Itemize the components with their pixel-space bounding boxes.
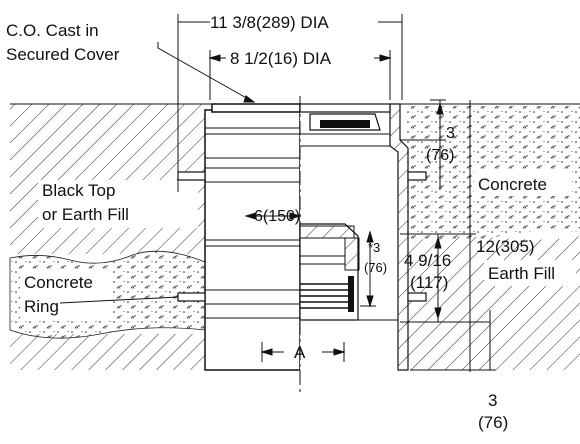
lower-earth-fill bbox=[10, 334, 205, 370]
star-dim-mm: (76) bbox=[364, 260, 387, 275]
outer-dia-label: 11 3/8(289) DIA bbox=[210, 13, 329, 32]
star-dim-in: *3 bbox=[368, 240, 380, 255]
concrete-right-label: Concrete bbox=[478, 175, 547, 194]
earth-fill-label: Earth Fill bbox=[488, 264, 555, 283]
co-label-line1: C.O. Cast in bbox=[6, 21, 99, 40]
co-label-line2: Secured Cover bbox=[6, 45, 120, 64]
black-top-label-line1: Black Top bbox=[42, 181, 115, 200]
bottom-dim-in: 3 bbox=[488, 391, 497, 410]
fitting-section bbox=[299, 103, 427, 371]
bottom-dim-mm: (76) bbox=[478, 413, 508, 432]
top-right-dim-in: 3 bbox=[446, 125, 455, 142]
concrete-ring-label-line1: Concrete bbox=[24, 273, 93, 292]
top-right-dim-mm: (76) bbox=[426, 147, 454, 164]
concrete-ring-label-line2: Ring bbox=[24, 297, 59, 316]
a-dim-label: A bbox=[294, 343, 306, 362]
inner-dia-label: 8 1/2(16) DIA bbox=[230, 49, 332, 68]
twelve-dim: 12(305) bbox=[476, 237, 535, 256]
fitting-body bbox=[177, 103, 301, 371]
four-nine-dim-in: 4 9/16 bbox=[404, 251, 451, 270]
six-dim: 6(150) bbox=[254, 208, 300, 225]
black-top-fill bbox=[10, 104, 205, 254]
four-nine-dim-mm: (117) bbox=[410, 273, 448, 292]
black-top-label-line2: or Earth Fill bbox=[42, 205, 129, 224]
dimension-lines bbox=[59, 14, 496, 372]
